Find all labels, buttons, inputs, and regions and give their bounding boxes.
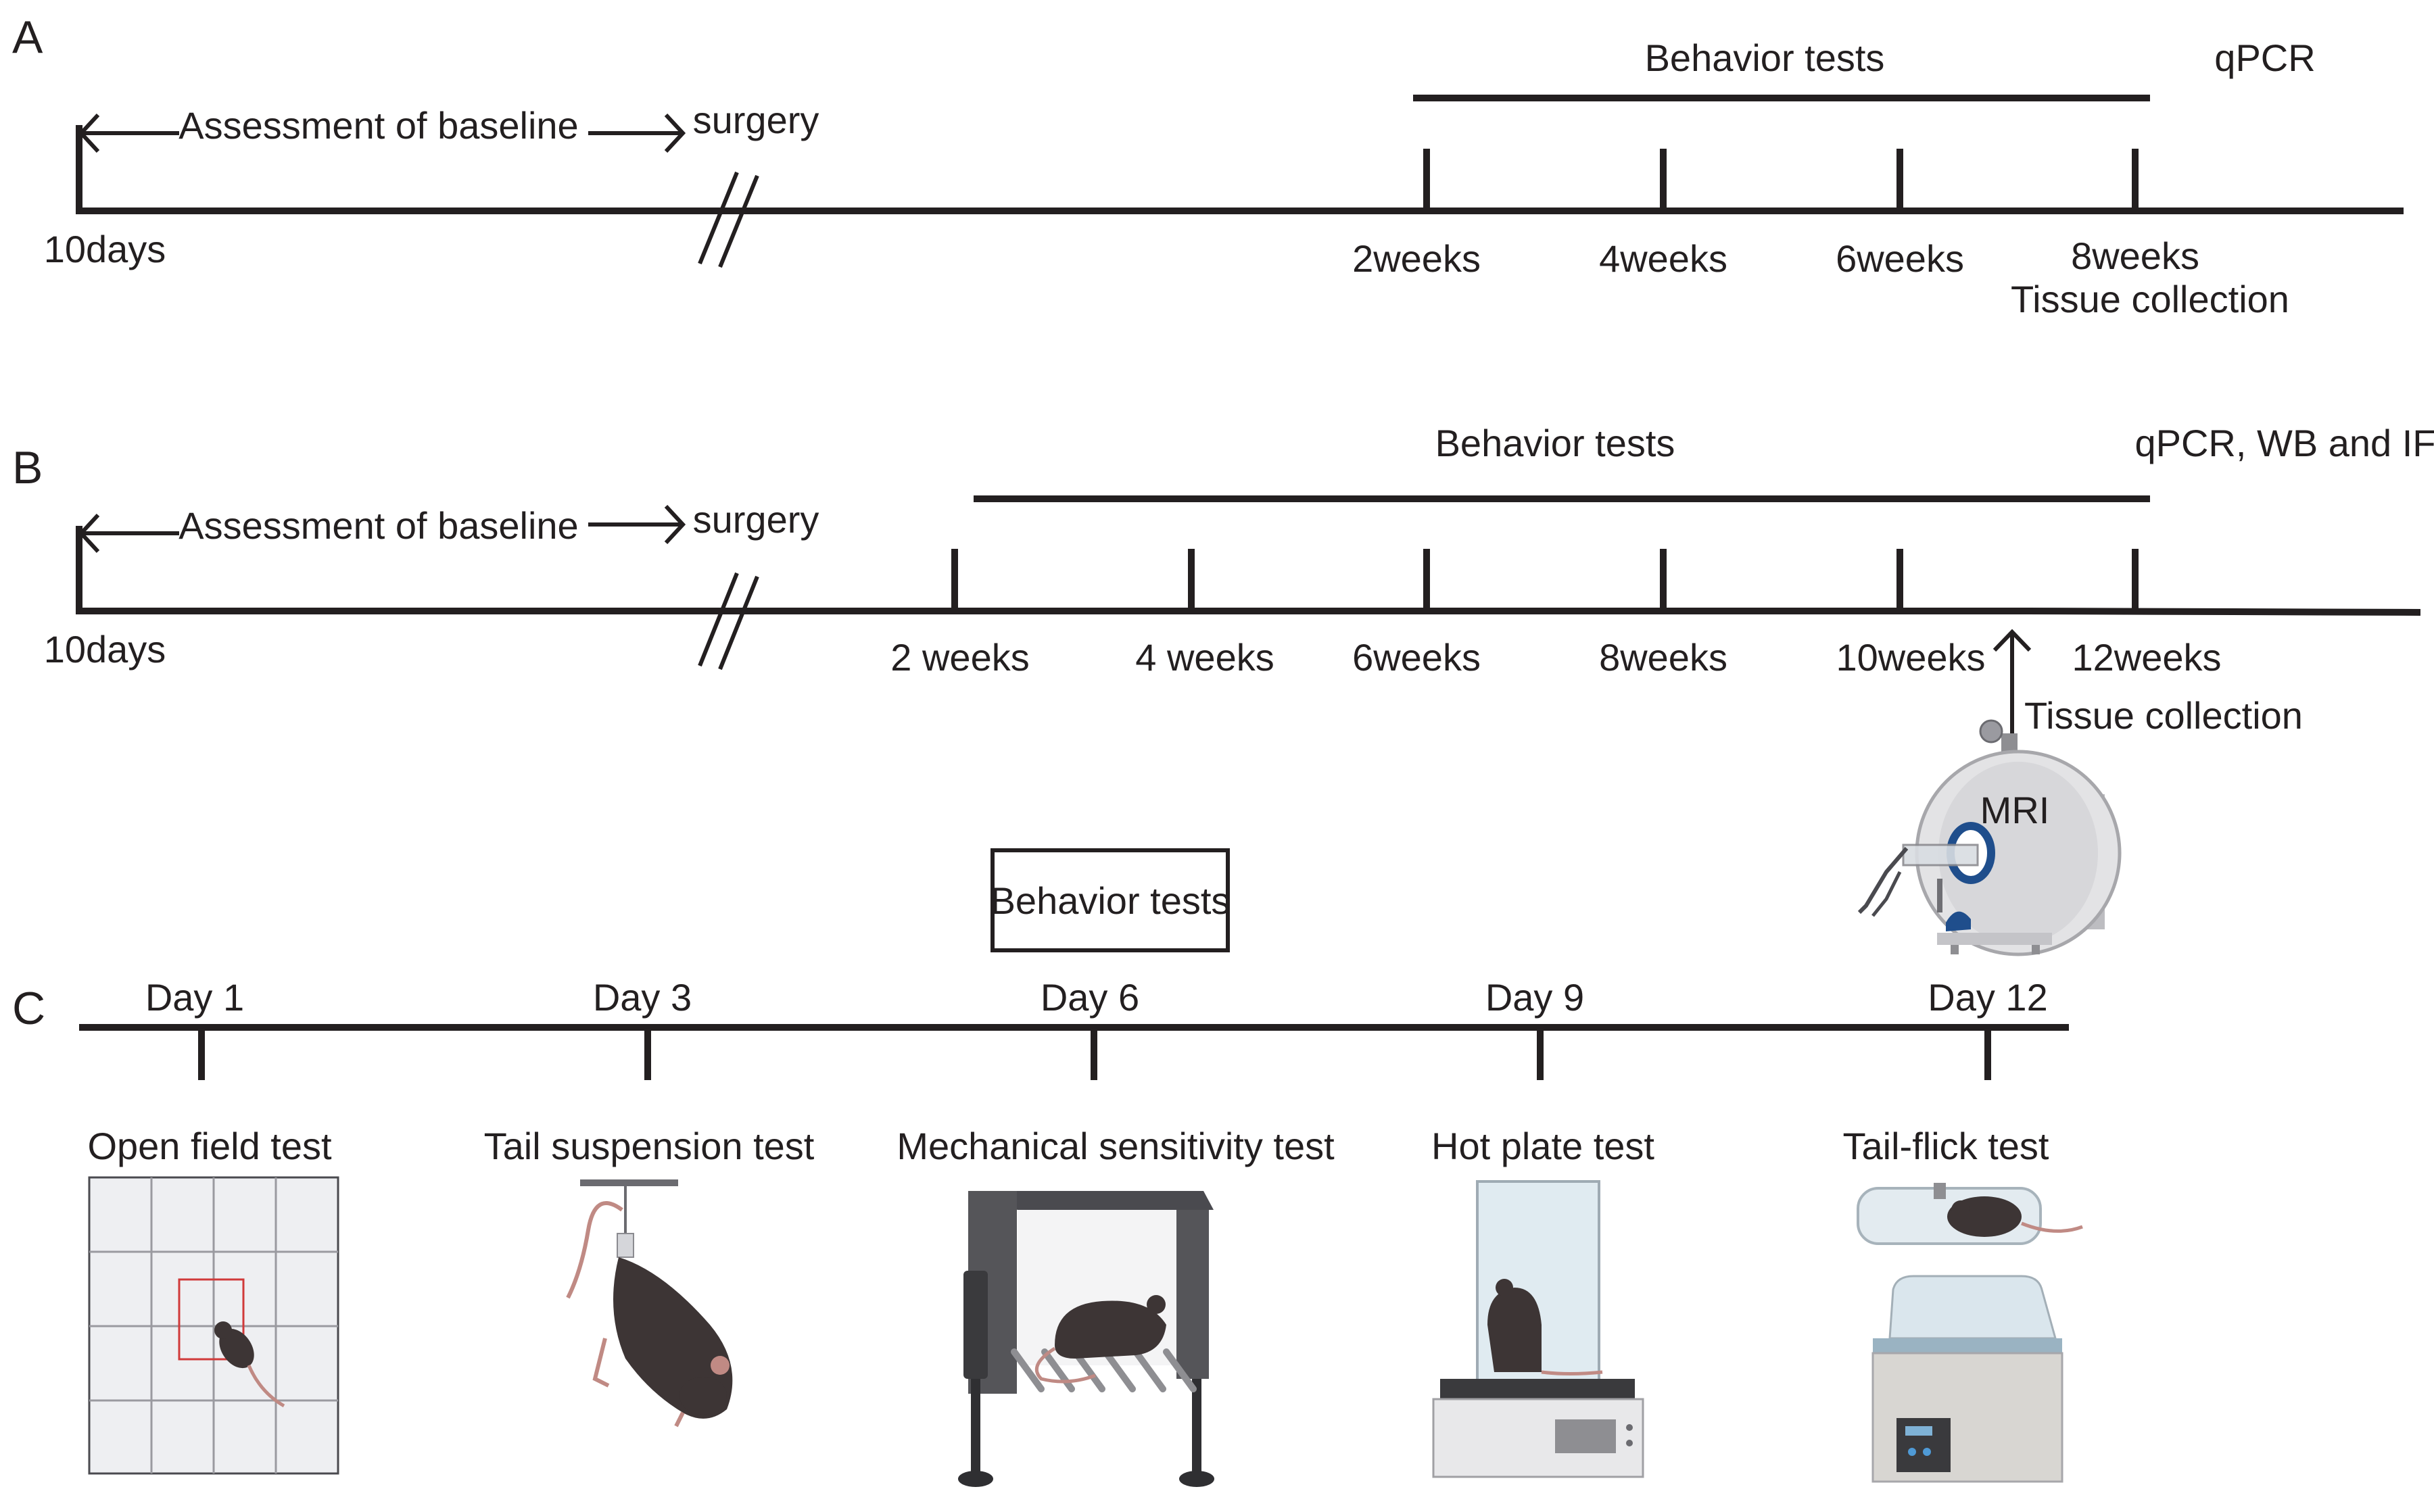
panel-a-tick-label: 8weeks bbox=[2071, 235, 2199, 277]
panel-b-tick-label: 6weeks bbox=[1352, 636, 1481, 679]
panel-b-tick-label: 4 weeks bbox=[1135, 636, 1274, 679]
panel-a-baseline-label: Assessment of baseline bbox=[178, 104, 578, 147]
panel-a-axis-break bbox=[698, 171, 759, 268]
panel-b-timeline-axis bbox=[76, 526, 2421, 616]
panel-c-letter: C bbox=[12, 983, 45, 1034]
panel-c-day-label: Day 9 bbox=[1485, 976, 1584, 1019]
test-label-hot-plate: Hot plate test bbox=[1431, 1125, 1654, 1167]
mri-label: MRI bbox=[1980, 789, 2050, 831]
tail-suspension-illustration bbox=[566, 1179, 733, 1428]
panel-b-start-label: 10days bbox=[44, 628, 166, 670]
panel-c-day-label: Day 12 bbox=[1928, 976, 2047, 1019]
test-label-mechanical-sensitivity: Mechanical sensitivity test bbox=[897, 1125, 1335, 1167]
panel-a-tick-label: 2weeks bbox=[1352, 237, 1481, 280]
panel-a-tissue-label: Tissue collection bbox=[2011, 278, 2289, 320]
panel-a-letter: A bbox=[12, 11, 43, 63]
panel-b-endpoint-label: qPCR, WB and IF bbox=[2134, 422, 2434, 464]
behavior-tests-box-label: Behavior tests bbox=[991, 879, 1231, 922]
panel-a-surgery-label: surgery bbox=[693, 99, 819, 141]
panel-b-tissue-label: Tissue collection bbox=[2024, 694, 2303, 737]
panel-b-letter: B bbox=[12, 442, 43, 493]
panel-c-day-label: Day 1 bbox=[145, 976, 244, 1019]
panel-b-tick-label: 12weeks bbox=[2072, 636, 2221, 679]
panel-c: C Behavior tests Day 1 Day 3 Day 6 Day 9… bbox=[12, 848, 2083, 1487]
panel-b: B Behavior tests qPCR, WB and IF Assessm… bbox=[12, 422, 2434, 956]
panel-b-baseline-arrow bbox=[78, 504, 686, 554]
panel-a-tick-label: 4weeks bbox=[1599, 237, 1727, 280]
panel-a-start-label: 10days bbox=[44, 228, 166, 270]
panel-b-surgery-label: surgery bbox=[693, 498, 819, 541]
test-label-tail-suspension: Tail suspension test bbox=[484, 1125, 815, 1167]
panel-b-behavior-label: Behavior tests bbox=[1435, 422, 1675, 464]
open-field-illustration bbox=[88, 1176, 339, 1475]
panel-b-baseline-label: Assessment of baseline bbox=[178, 504, 578, 547]
panel-a-baseline-arrow bbox=[78, 113, 686, 153]
mechanical-sensitivity-illustration bbox=[958, 1191, 1214, 1487]
panel-a-endpoint-label: qPCR bbox=[2214, 36, 2315, 79]
panel-a: A Behavior tests qPCR Assessment of base… bbox=[12, 11, 2404, 320]
panel-a-timeline-axis bbox=[76, 125, 2404, 214]
panel-c-ticks bbox=[198, 1027, 1991, 1080]
panel-c-day-label: Day 6 bbox=[1041, 976, 1139, 1019]
panel-c-day-label: Day 3 bbox=[593, 976, 692, 1019]
behavior-tests-box bbox=[991, 848, 1230, 952]
panel-a-ticks bbox=[1423, 149, 2139, 211]
mri-scanner-illustration bbox=[1857, 719, 2122, 956]
panel-a-tick-label: 6weeks bbox=[1836, 237, 1964, 280]
tail-flick-illustration bbox=[1857, 1183, 2083, 1483]
test-label-tail-flick: Tail-flick test bbox=[1843, 1125, 2049, 1167]
panel-b-axis-break bbox=[698, 572, 759, 670]
panel-b-ticks bbox=[951, 549, 2139, 611]
hot-plate-illustration bbox=[1432, 1180, 1644, 1478]
panel-a-behavior-label: Behavior tests bbox=[1645, 36, 1885, 79]
test-label-open-field: Open field test bbox=[87, 1125, 332, 1167]
panel-b-tick-label: 8weeks bbox=[1599, 636, 1727, 679]
panel-b-tick-label: 2 weeks bbox=[890, 636, 1029, 679]
panel-b-tick-label: 10weeks bbox=[1836, 636, 1985, 679]
